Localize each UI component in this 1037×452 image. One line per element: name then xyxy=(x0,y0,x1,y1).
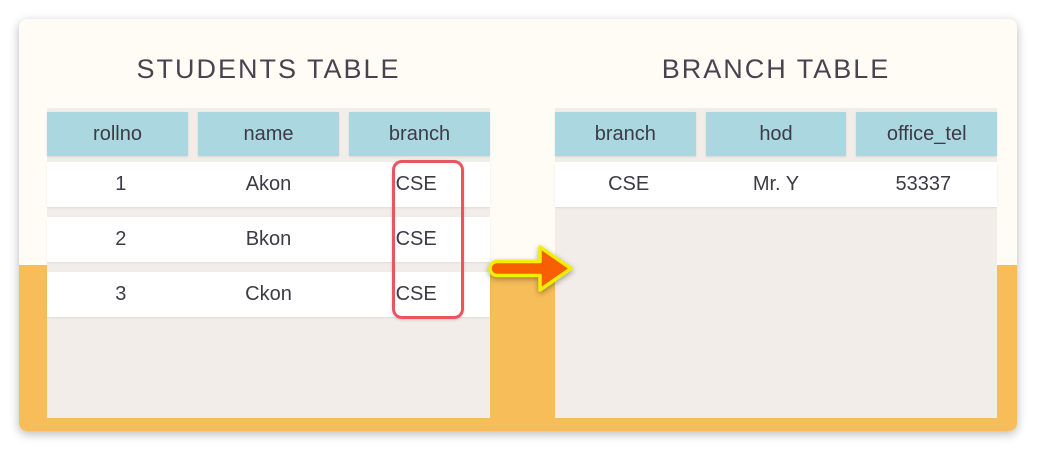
branch-table-title: BRANCH TABLE xyxy=(661,54,891,84)
table-cell: 53337 xyxy=(895,173,952,195)
table-cell: 3 xyxy=(115,283,127,305)
table-cell: CSE xyxy=(395,228,437,250)
table-cell: 2 xyxy=(115,228,127,250)
table-cell: CSE xyxy=(608,173,650,195)
table-cell: Mr. Y xyxy=(752,173,800,195)
arrow-right-icon xyxy=(488,245,573,292)
column-header: branch xyxy=(555,112,696,156)
column-header: rollno xyxy=(47,112,188,156)
table-row: 3 Ckon CSE xyxy=(47,272,490,317)
arrow-right-shape xyxy=(488,245,573,292)
table-cell: Akon xyxy=(245,173,292,195)
students-table-title: STUDENTS TABLE xyxy=(136,54,401,84)
table-row: 2 Bkon CSE xyxy=(47,217,490,262)
column-header: office_tel xyxy=(856,112,998,156)
table-cell: CSE xyxy=(395,283,437,305)
table-cell: Ckon xyxy=(245,283,292,305)
column-header: name xyxy=(198,112,339,156)
table-cell: CSE xyxy=(395,173,437,195)
table-cell: Bkon xyxy=(245,228,292,250)
column-header: branch xyxy=(349,112,490,156)
column-header: hod xyxy=(705,112,847,156)
table-cell: 1 xyxy=(115,173,127,195)
table-row: CSE Mr. Y 53337 xyxy=(555,162,997,207)
table-row: 1 Akon CSE xyxy=(47,162,490,207)
